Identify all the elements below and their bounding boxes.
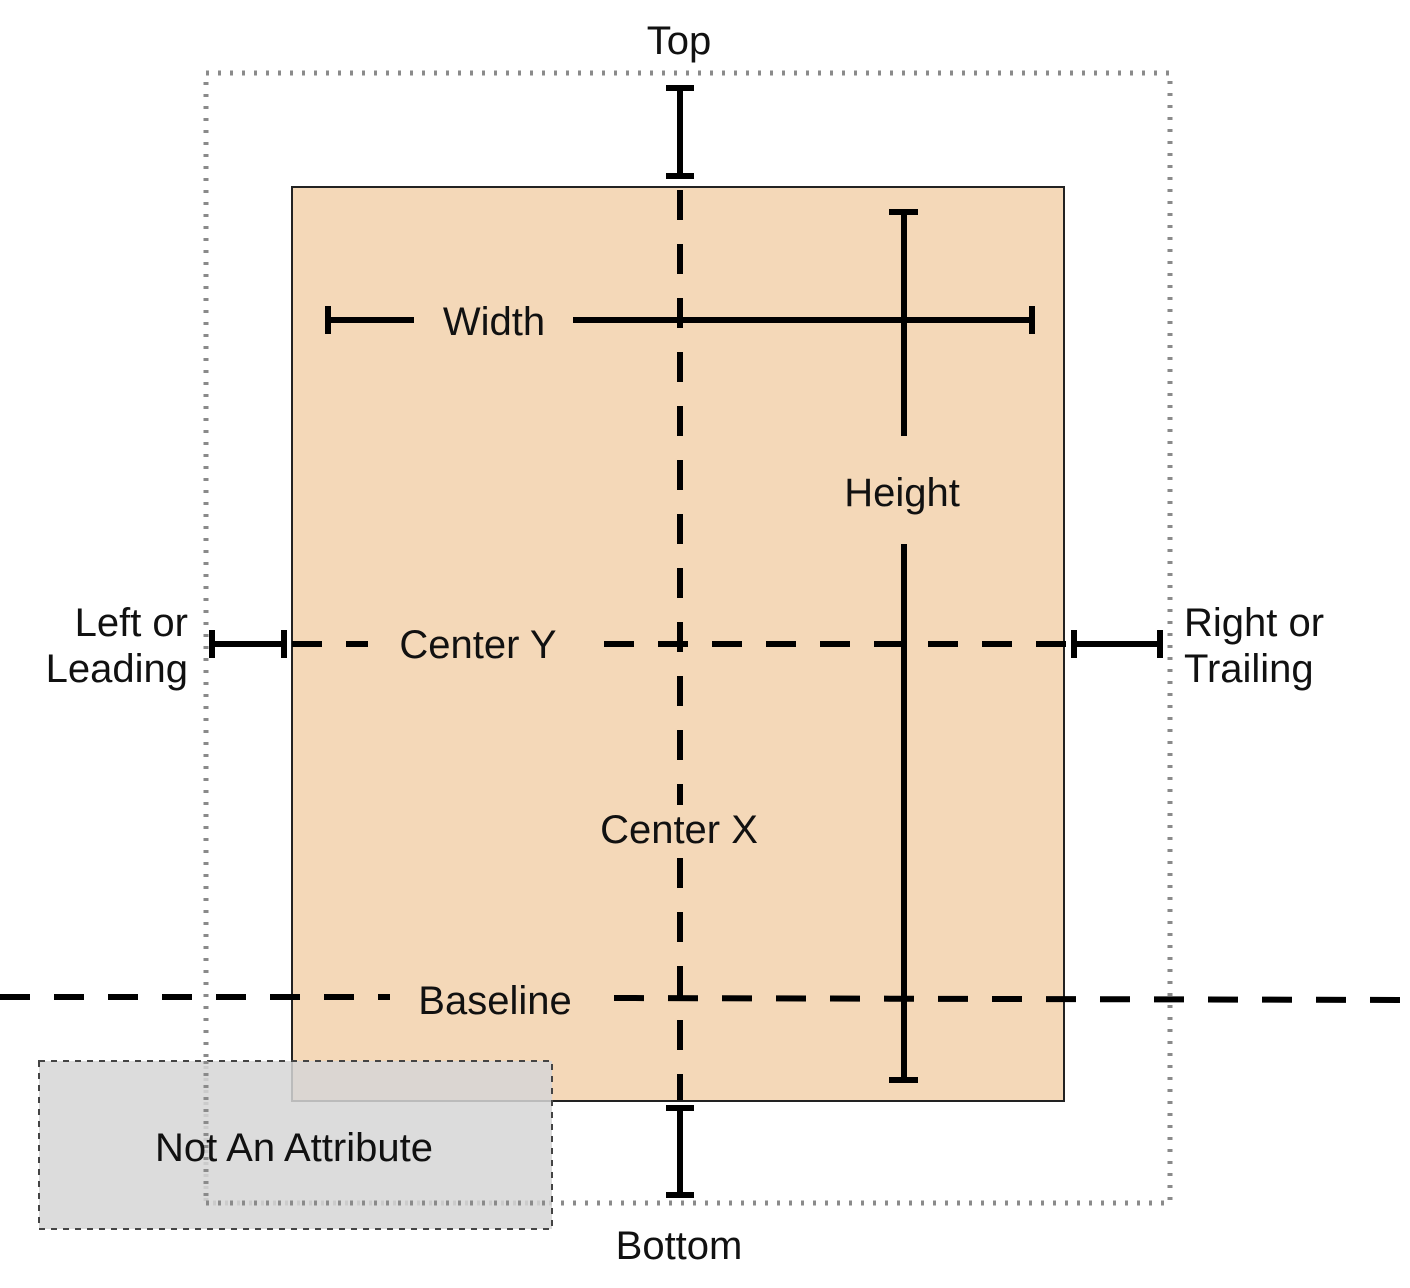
label-center-y: Center Y <box>399 623 556 667</box>
label-bottom: Bottom <box>616 1224 743 1268</box>
label-not-an-attribute: Not An Attribute <box>155 1126 433 1170</box>
left-marker <box>209 630 287 658</box>
label-right-line1: Right or <box>1184 601 1324 645</box>
height-marker <box>889 209 918 1083</box>
label-right-line2: Trailing <box>1184 647 1314 691</box>
label-left-line2: Leading <box>46 647 188 691</box>
not-an-attribute-box <box>38 1060 553 1230</box>
alignment-rect <box>203 70 1173 1206</box>
label-height: Height <box>844 471 960 515</box>
right-marker <box>1071 630 1163 658</box>
label-left-line1: Left or <box>75 601 188 645</box>
top-marker <box>666 85 694 179</box>
width-marker <box>325 306 1035 334</box>
baseline-line <box>0 994 1410 1003</box>
bottom-marker <box>666 1105 694 1198</box>
label-center-x: Center X <box>600 808 758 852</box>
label-width: Width <box>443 300 545 344</box>
label-top: Top <box>647 19 712 63</box>
label-baseline: Baseline <box>418 979 571 1023</box>
